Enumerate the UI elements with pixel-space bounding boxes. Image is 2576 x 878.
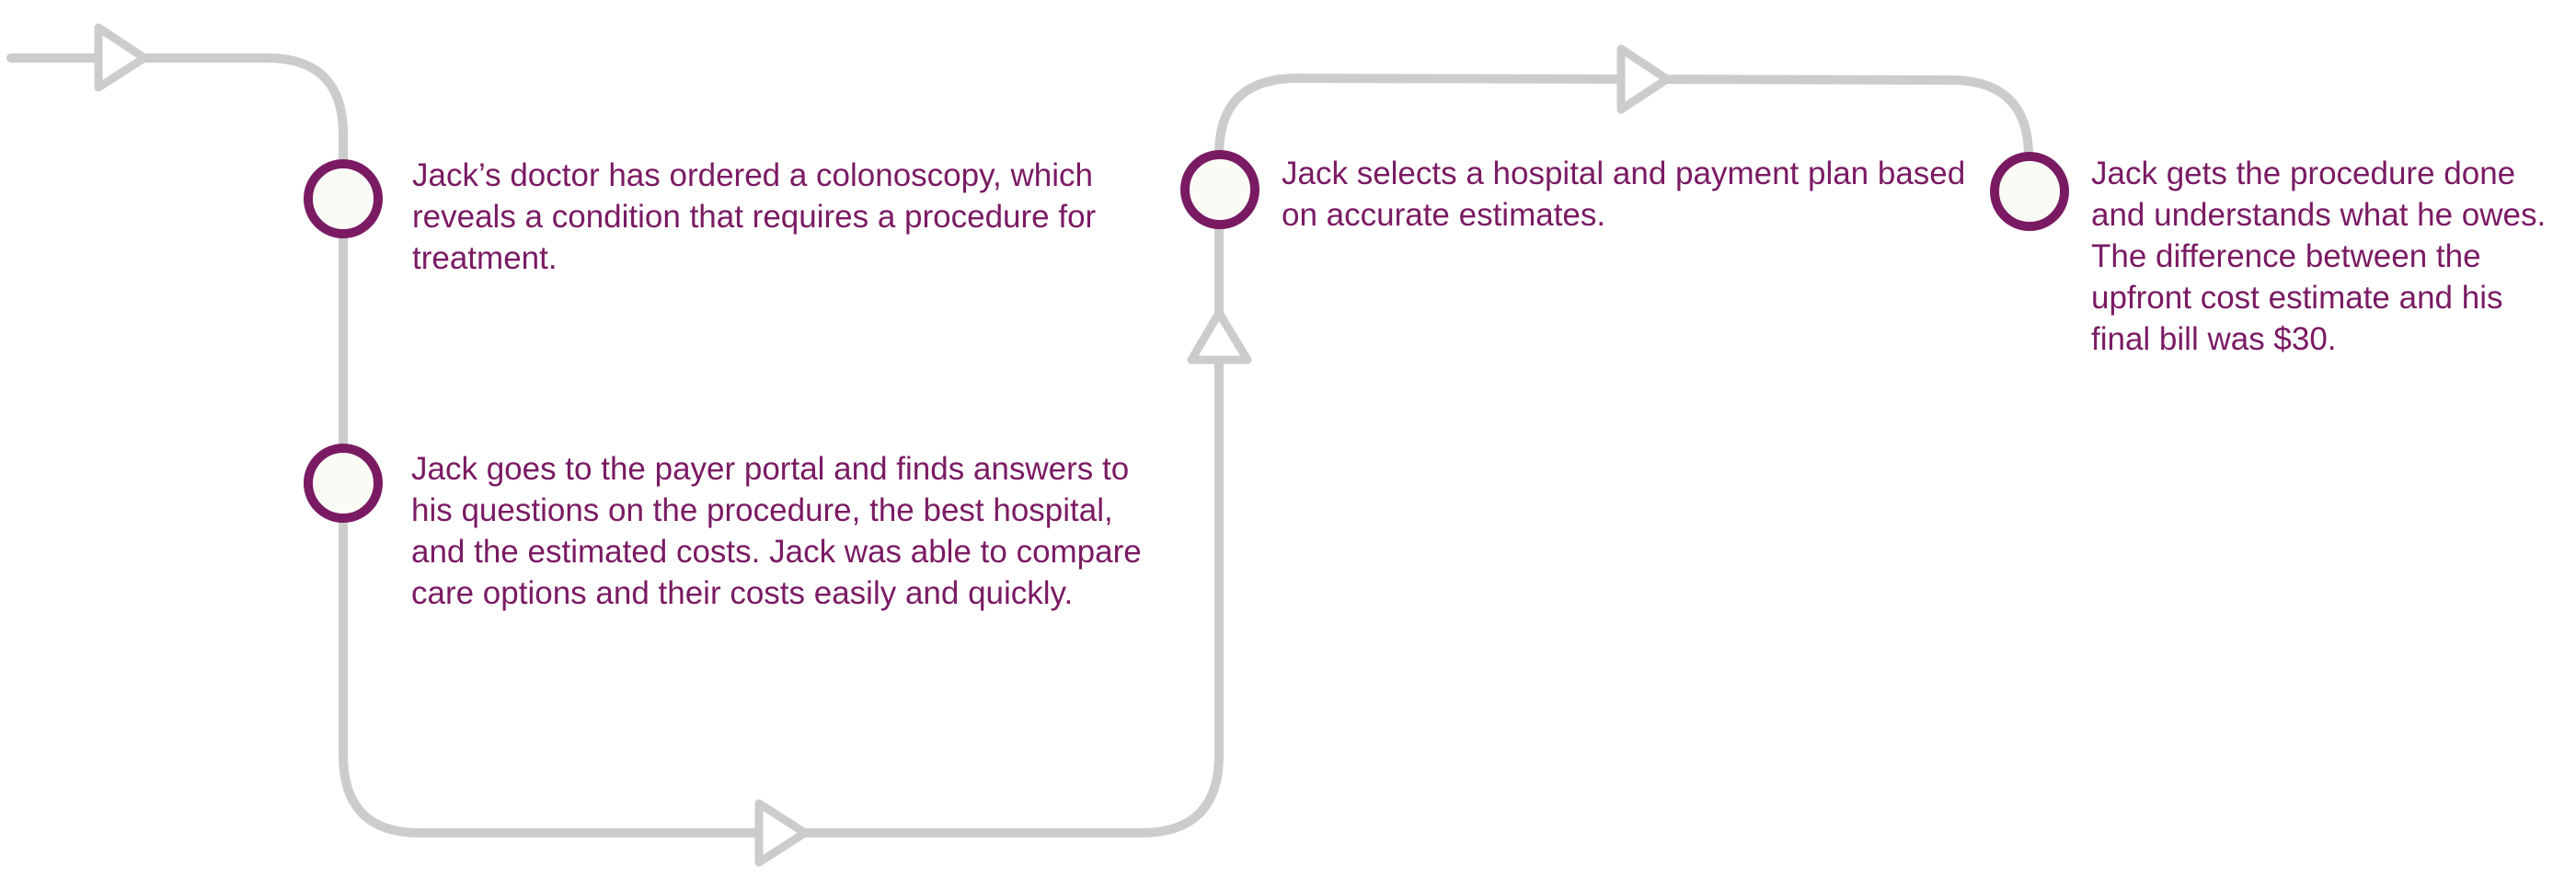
arrow-up-icon xyxy=(1187,308,1252,364)
flow-path xyxy=(6,53,2033,838)
arrow-right-icon xyxy=(94,23,149,92)
step-4-text: Jack gets the procedure done and underst… xyxy=(2091,156,2547,357)
step-3-text: Jack selects a hospital and payment plan… xyxy=(1282,156,1966,233)
step-node-4 xyxy=(1990,152,2069,231)
step-node-1 xyxy=(304,159,383,238)
step-node-3 xyxy=(1180,150,1259,229)
arrow-right-icon xyxy=(1616,44,1672,114)
flow-line xyxy=(6,53,2033,838)
arrow-right-icon xyxy=(754,799,810,867)
flow-arrows xyxy=(94,23,1672,867)
step-2-text: Jack goes to the payer portal and finds … xyxy=(411,451,1142,611)
step-nodes xyxy=(304,150,2069,523)
step-1-text: Jack’s doctor has ordered a colonoscopy,… xyxy=(412,157,1097,276)
step-node-2 xyxy=(304,444,383,523)
